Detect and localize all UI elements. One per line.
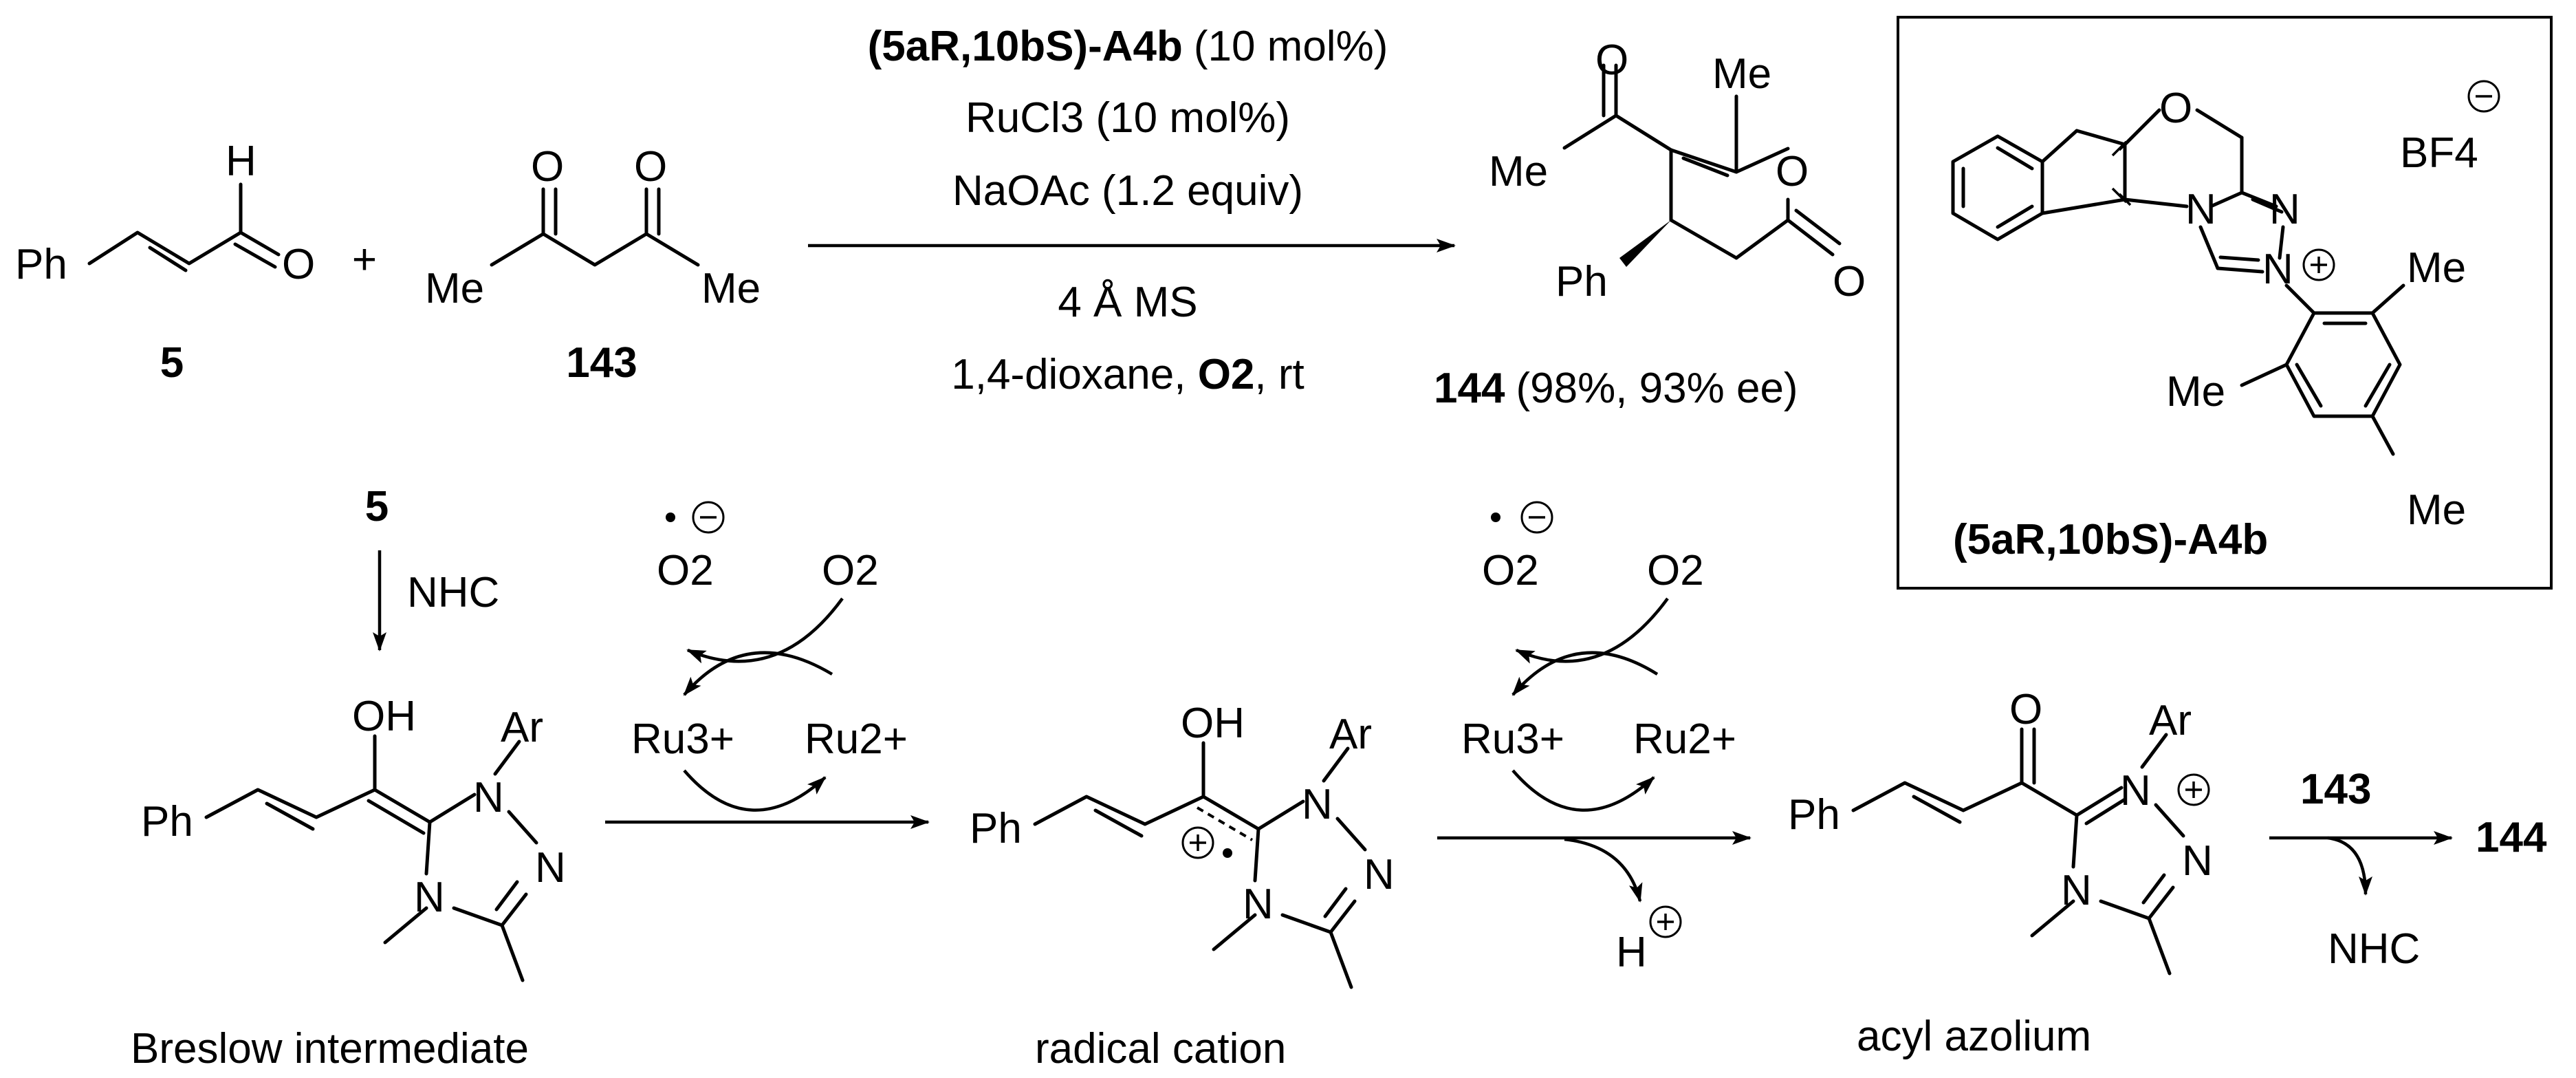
final-product-144: 144 xyxy=(2476,814,2547,861)
breslow-n1: N xyxy=(473,774,504,821)
mesityl-methyl-label-3: Me xyxy=(2407,486,2466,534)
radical-caption: radical cation xyxy=(1035,1025,1286,1072)
acyl-n1: N xyxy=(2120,767,2151,815)
phenyl-label: Ph xyxy=(15,241,67,288)
temperature: , rt xyxy=(1254,351,1304,398)
carbonyl-o-label: O xyxy=(1833,258,1866,305)
radical-n3: N xyxy=(1243,881,1274,928)
acyl-caption: acyl azolium xyxy=(1857,1013,2091,1060)
negative-charge-icon xyxy=(1520,501,1553,534)
catalyst-frame xyxy=(1897,16,2553,590)
breslow-phenyl: Ph xyxy=(141,798,193,845)
catalyst-n-label-2: N xyxy=(2269,186,2300,233)
base-line: NaOAc (1.2 equiv) xyxy=(952,167,1303,215)
proton-label: H xyxy=(1616,929,1647,976)
vinyl-methyl-label: Me xyxy=(1712,50,1771,98)
catalyst-name: (5aR,10bS)-A4b xyxy=(868,23,1183,70)
ru2-label-2: Ru2+ xyxy=(1633,715,1736,763)
reaction-conditions: (5aR,10bS)-A4b(10 mol%) RuCl3 (10 mol%) … xyxy=(868,23,1388,398)
aldehyde-h-label: H xyxy=(226,138,256,185)
acyl-methyl-label: Me xyxy=(1489,148,1548,195)
negative-charge-icon xyxy=(2467,80,2500,113)
catalyst-o-label: O xyxy=(2159,85,2192,132)
superoxide-label-1: O2 xyxy=(657,547,714,594)
catalyst-line: (5aR,10bS)-A4b(10 mol%) xyxy=(868,23,1388,70)
oxygen-label-1: O2 xyxy=(822,547,879,594)
counterion-label: BF4 xyxy=(2400,129,2478,177)
ru3-label-2: Ru3+ xyxy=(1461,715,1564,763)
acyl-o-label: O xyxy=(1595,36,1628,84)
acyl-n3: N xyxy=(2061,867,2092,914)
molecular-sieves-line: 4 Å MS xyxy=(1058,279,1197,326)
solvent-name: 1,4-dioxane, xyxy=(951,351,1197,398)
ring-o-label: O xyxy=(1776,148,1809,195)
radical-aryl: Ar xyxy=(1329,711,1372,758)
acyl-phenyl: Ph xyxy=(1788,791,1840,839)
methyl-label-1: Me xyxy=(425,265,484,312)
catalyst-n-label-3: N xyxy=(2262,246,2293,293)
acyl-n2: N xyxy=(2182,837,2213,885)
mesityl-methyl-label-2: Me xyxy=(2166,368,2225,416)
positive-charge-icon xyxy=(1649,905,1682,938)
plus-sign: + xyxy=(352,236,377,283)
product-yield: (98%, 93% ee) xyxy=(1516,365,1798,412)
compound-number-144: 144 xyxy=(1434,365,1505,412)
ru2-label-1: Ru2+ xyxy=(805,715,908,763)
radical-n1: N xyxy=(1302,781,1333,828)
ketone-o-label-1: O xyxy=(531,143,564,191)
breslow-hydroxyl: OH xyxy=(352,693,416,740)
radical-n2: N xyxy=(1364,851,1395,898)
hashed-bond-icon xyxy=(2111,138,2132,206)
final-reagent-143: 143 xyxy=(2300,766,2371,813)
mechanism-start-5: 5 xyxy=(365,483,389,530)
radical-phenyl: Ph xyxy=(970,805,1022,852)
breslow-aryl: Ar xyxy=(501,704,543,751)
compound-number-5: 5 xyxy=(160,339,184,387)
compound-number-143: 143 xyxy=(566,339,637,387)
breslow-intermediate: Ph OH Ar N N N Breslow intermediate xyxy=(131,693,566,1072)
ketone-o-label-2: O xyxy=(634,143,667,191)
acyl-carbonyl-o: O xyxy=(2009,686,2042,733)
positive-charge-icon xyxy=(2302,248,2335,281)
negative-charge-icon xyxy=(692,501,725,534)
superoxide-label-2: O2 xyxy=(1482,547,1539,594)
oxygen-label: O2 xyxy=(1198,351,1255,398)
ru3-label-1: Ru3+ xyxy=(631,715,734,763)
positive-charge-icon xyxy=(1181,826,1214,859)
catalyst-label: (5aR,10bS)-A4b xyxy=(1953,516,2268,563)
ruthenium-cycle-2: O2 O2 Ru3+ Ru2+ H xyxy=(1461,501,1736,976)
radical-cation: Ph OH Ar N N N radical cation xyxy=(970,700,1395,1072)
nhc-step-label: NHC xyxy=(407,569,499,616)
product-dihydropyranone: O Me Me O O Ph 144(98%, 93% ee) xyxy=(1434,36,1866,412)
ruthenium-line: RuCl3 (10 mol%) xyxy=(965,94,1290,142)
radical-hydroxyl: OH xyxy=(1181,700,1245,747)
released-nhc-label: NHC xyxy=(2328,925,2420,973)
breslow-n3: N xyxy=(414,874,445,921)
catalyst-structure-box: O N N N BF4 Me Me Me (5aR,10bS)-A4b xyxy=(1897,16,2553,590)
breslow-n2: N xyxy=(535,844,566,892)
breslow-caption: Breslow intermediate xyxy=(131,1025,529,1072)
product-caption: 144(98%, 93% ee) xyxy=(1434,365,1798,412)
oxygen-label-2: O2 xyxy=(1647,547,1704,594)
catalyst-n-label-1: N xyxy=(2185,186,2216,233)
reactant-cinnamaldehyde: Ph H O 5 xyxy=(15,138,315,387)
aldehyde-o-label: O xyxy=(282,241,315,288)
mesityl-methyl-label-1: Me xyxy=(2407,244,2466,292)
radical-dot-icon xyxy=(1491,513,1500,522)
acyl-aryl: Ar xyxy=(2149,697,2192,744)
radical-dot-icon xyxy=(1223,848,1232,858)
methyl-label-2: Me xyxy=(701,265,761,312)
product-phenyl-label: Ph xyxy=(1556,258,1608,305)
ruthenium-cycle-1: O2 O2 Ru3+ Ru2+ xyxy=(631,501,908,812)
acyl-azolium: Ph O Ar N N N acyl azolium xyxy=(1788,686,2213,1060)
radical-dot-icon xyxy=(666,513,675,522)
positive-charge-icon xyxy=(2177,773,2210,806)
catalyst-loading: (10 mol%) xyxy=(1194,23,1388,70)
solvent-line: 1,4-dioxane, O2, rt xyxy=(951,351,1305,398)
reactant-acetylacetone: O O Me Me 143 xyxy=(425,143,761,387)
